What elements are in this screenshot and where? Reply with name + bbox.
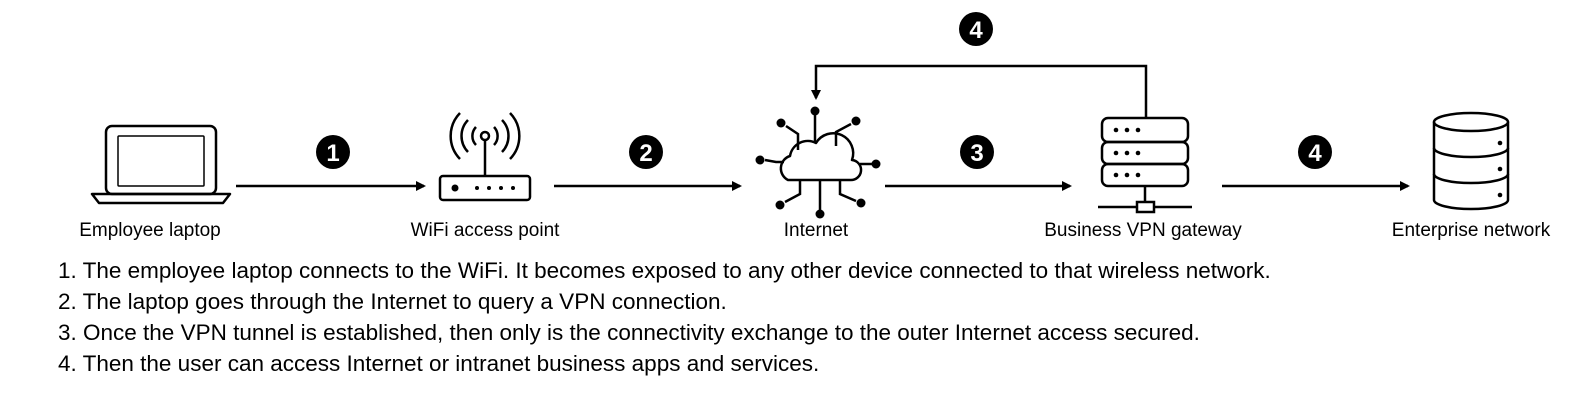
step-badge-3: 3 — [960, 135, 994, 169]
step-description-2: 2. The laptop goes through the Internet … — [58, 289, 727, 314]
database-icon — [1432, 111, 1510, 211]
cloud-network-icon — [755, 106, 881, 219]
step-description-1: 1. The employee laptop connects to the W… — [58, 258, 1271, 283]
step-badge-3-label: 3 — [970, 140, 983, 167]
step-badge-4-top-label: 4 — [969, 17, 983, 44]
server-rack-icon — [1098, 116, 1192, 214]
step-badge-4-right-label: 4 — [1308, 140, 1322, 167]
step-badge-2-label: 2 — [639, 140, 652, 167]
step-badge-4-right: 4 — [1298, 135, 1332, 169]
arrow-gateway-to-internet — [811, 64, 1148, 118]
step-descriptions: 1. The employee laptop connects to the W… — [58, 255, 1271, 379]
node-label-laptop: Employee laptop — [79, 220, 221, 241]
step-description-3: 3. Once the VPN tunnel is established, t… — [58, 320, 1200, 345]
step-badge-4-top: 4 — [959, 12, 993, 46]
step-badge-2: 2 — [629, 135, 663, 169]
wifi-router-icon — [438, 112, 532, 202]
node-label-internet: Internet — [784, 220, 849, 241]
step-badge-1-label: 1 — [326, 140, 339, 167]
step-badge-1: 1 — [316, 135, 350, 169]
node-label-enterprise: Enterprise network — [1392, 220, 1551, 241]
laptop-icon — [90, 124, 232, 205]
node-label-wifi: WiFi access point — [411, 220, 561, 241]
node-label-gateway: Business VPN gateway — [1044, 220, 1242, 241]
step-description-4: 4. Then the user can access Internet or … — [58, 351, 820, 376]
